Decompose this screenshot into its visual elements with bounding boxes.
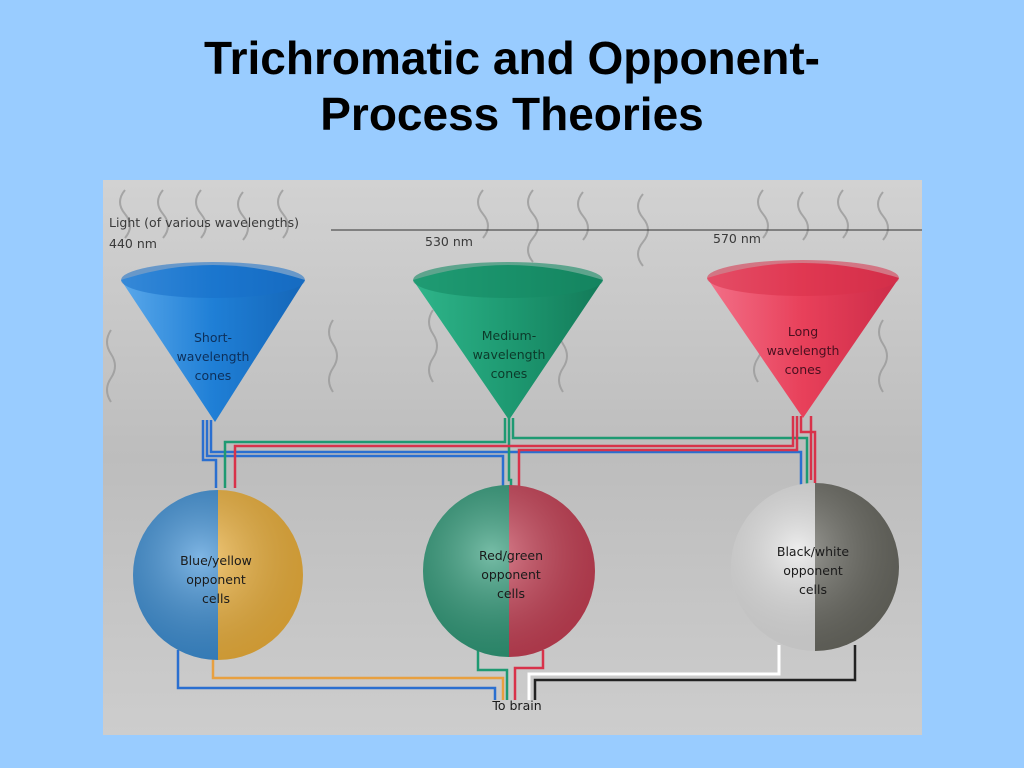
blue-yellow-label-3: cells <box>202 591 230 606</box>
short-cone-label-3: cones <box>195 368 232 383</box>
light-waves <box>106 189 889 403</box>
medium-cone-label-3: cones <box>491 366 528 381</box>
long-cone-label-3: cones <box>785 362 822 377</box>
wavelength-label-long: 570 nm <box>713 231 761 246</box>
short-cone-label-2: wavelength <box>177 349 250 364</box>
color-vision-diagram: Light (of various wavelengths) 440 nm 53… <box>103 180 922 735</box>
red-green-label-2: opponent <box>481 567 541 582</box>
medium-cone-label-2: wavelength <box>473 347 546 362</box>
long-cone-label-1: Long <box>788 324 818 339</box>
blue-yellow-label-1: Blue/yellow <box>180 553 252 568</box>
slide-title: Trichromatic and Opponent- Process Theor… <box>0 30 1024 142</box>
black-white-label-3: cells <box>799 582 827 597</box>
title-line-2: Process Theories <box>320 88 704 140</box>
blue-yellow-label-2: opponent <box>186 572 246 587</box>
long-wavelength-cone: Long wavelength cones <box>707 260 899 418</box>
red-green-label-3: cells <box>497 586 525 601</box>
red-green-label-1: Red/green <box>479 548 543 563</box>
short-cone-label-1: Short- <box>194 330 232 345</box>
red-green-opponent-cell: Red/green opponent cells <box>423 485 595 657</box>
medium-wavelength-cone: Medium- wavelength cones <box>413 262 603 420</box>
cell-to-brain-wires <box>176 645 857 700</box>
title-line-1: Trichromatic and Opponent- <box>204 32 820 84</box>
light-label: Light (of various wavelengths) <box>109 215 299 230</box>
diagram-svg: Light (of various wavelengths) 440 nm 53… <box>103 180 922 735</box>
short-wavelength-cone: Short- wavelength cones <box>121 262 305 422</box>
medium-cone-label-1: Medium- <box>482 328 537 343</box>
to-brain-label: To brain <box>491 698 541 713</box>
blue-yellow-opponent-cell: Blue/yellow opponent cells <box>133 490 303 660</box>
wavelength-label-short: 440 nm <box>109 236 157 251</box>
black-white-opponent-cell: Black/white opponent cells <box>731 483 899 651</box>
wavelength-label-medium: 530 nm <box>425 234 473 249</box>
cone-to-cell-wires <box>201 416 817 488</box>
black-white-label-1: Black/white <box>777 544 850 559</box>
black-white-label-2: opponent <box>783 563 843 578</box>
long-cone-label-2: wavelength <box>767 343 840 358</box>
